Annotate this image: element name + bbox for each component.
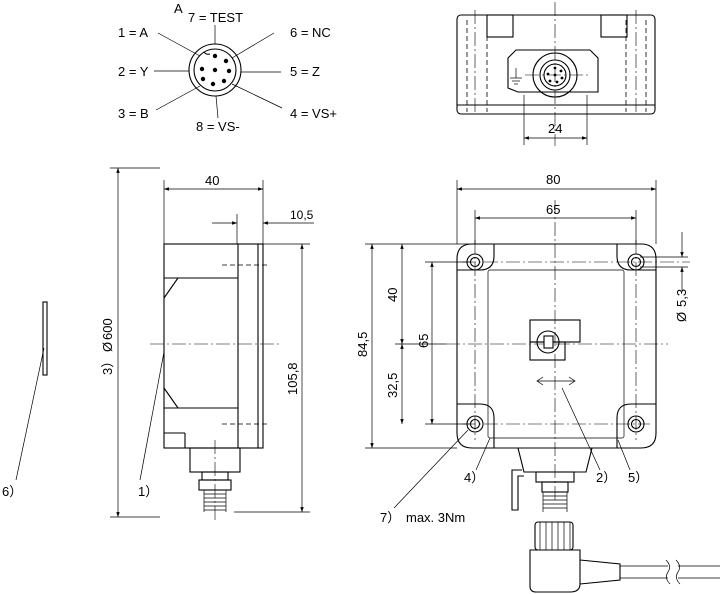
pin-label-4: 4 = VS+ [290,106,337,121]
dim-side-width: 40 [205,173,219,188]
callout-1: 1） [138,484,158,499]
pinout-diagram: A 1 = A 2 = Y 3 = B 4 = VS+ 5 = Z 6 = NC… [118,1,337,134]
connector-inner-ring [193,48,237,92]
pin-label-8: 8 = VS- [196,119,240,134]
callout-2: 2） [596,470,616,485]
callout-6: 6） [2,484,22,499]
pinout-header: A [174,1,183,16]
dim-front-width: 80 [546,172,560,187]
ground-symbol-icon [510,68,522,85]
pin-label-3: 3 = B [118,106,149,121]
dim-diameter-symbol: Ø [100,342,115,352]
connector-thread [542,492,568,512]
dim-front-lower: 32,5 [385,373,400,398]
dim-front-vertical-spacing: 65 [416,334,431,348]
dim-hole-diameter-symbol: Ø [674,312,689,322]
callout-7-text: max. 3Nm [406,510,465,525]
side-view: 3） Ø 600 40 10,5 [100,167,314,520]
pin-label-7: 7 = TEST [188,10,243,25]
mounting-plate-item-6: 6） [2,301,48,499]
front-view: 80 65 [355,172,720,593]
direction-arrow-icon [536,376,576,386]
dim-front-height: 84,5 [355,332,370,357]
dim-hole-diameter-value: 5,3 [674,289,689,307]
callout-3: 3） [100,355,115,375]
dim-side-offset: 10,5 [290,208,314,222]
top-view: 24 [456,2,656,146]
connector-pin-icon [199,53,232,87]
dim-connector-width: 24 [548,121,562,136]
dim-diameter-value: 600 [100,318,115,340]
pin-label-1: 1 = A [118,25,148,40]
dim-front-upper: 40 [385,288,400,302]
callout-5: 5） [628,470,648,485]
dim-front-hole-spacing: 65 [546,202,560,217]
dim-side-height: 105,8 [285,362,300,395]
pin-label-2: 2 = Y [118,64,149,79]
pin-label-5: 5 = Z [290,64,320,79]
callout-7: 7） [380,510,400,525]
callout-4: 4） [464,470,484,485]
cable-connector [529,521,720,593]
pin-label-6: 6 = NC [290,25,331,40]
